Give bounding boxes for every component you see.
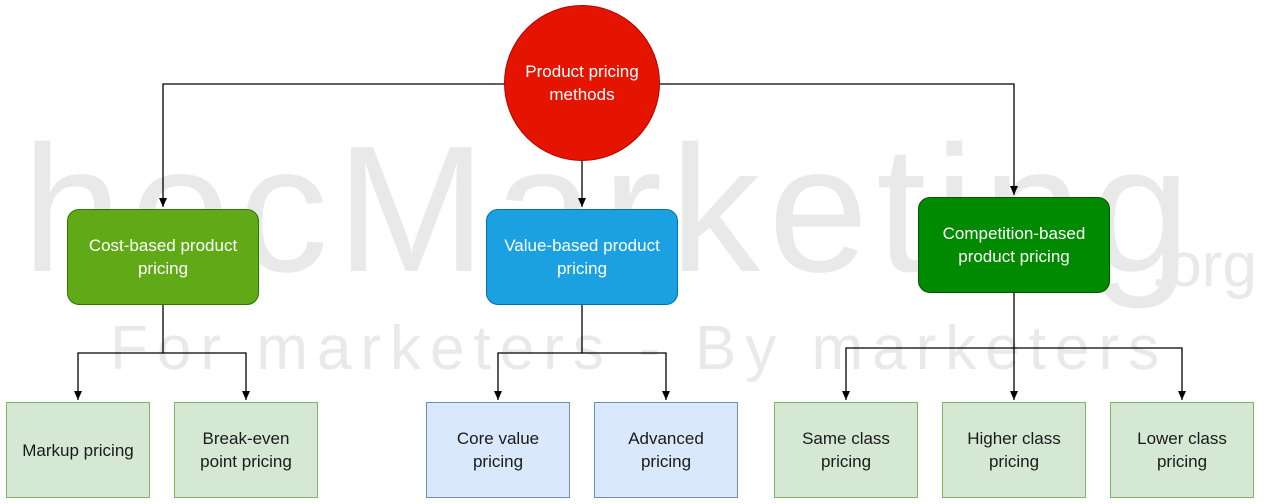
category-node-competition-based: Competition-based product pricing	[918, 197, 1110, 293]
connector-competition-to-same	[842, 293, 1015, 400]
connector-value-to-core	[494, 305, 583, 400]
category-label: Cost-based product pricing	[88, 236, 238, 278]
connector-value-to-advanced	[582, 352, 670, 400]
leaf-label: Core value pricing	[456, 429, 540, 471]
leaf-node-higher-class-pricing: Higher class pricing	[942, 402, 1086, 498]
leaf-label: Same class pricing	[802, 429, 890, 471]
connector-root-to-cost	[159, 83, 504, 207]
category-label: Value-based product pricing	[504, 236, 660, 278]
leaf-node-same-class-pricing: Same class pricing	[774, 402, 918, 498]
connector-root-to-competition	[660, 83, 1018, 195]
leaf-label: Markup pricing	[22, 440, 134, 460]
root-node-label: Product pricing methods	[525, 62, 639, 104]
connector-cost-to-breakeven	[163, 352, 250, 400]
leaf-node-advanced-pricing: Advanced pricing	[594, 402, 738, 498]
leaf-node-lower-class-pricing: Lower class pricing	[1110, 402, 1254, 498]
connector-cost-to-markup	[74, 305, 164, 400]
leaf-label: Lower class pricing	[1137, 429, 1227, 471]
root-node-product-pricing-methods: Product pricing methods	[504, 5, 660, 161]
leaf-label: Higher class pricing	[967, 429, 1061, 471]
connector-competition-to-lower	[1014, 347, 1186, 400]
leaf-node-markup-pricing: Markup pricing	[6, 402, 150, 498]
leaf-node-core-value-pricing: Core value pricing	[426, 402, 570, 498]
leaf-label: Advanced pricing	[628, 429, 704, 471]
leaf-label: Break-even point pricing	[200, 429, 292, 471]
category-node-value-based: Value-based product pricing	[486, 209, 678, 305]
category-node-cost-based: Cost-based product pricing	[67, 209, 259, 305]
category-label: Competition-based product pricing	[942, 224, 1086, 266]
leaf-node-break-even-pricing: Break-even point pricing	[174, 402, 318, 498]
